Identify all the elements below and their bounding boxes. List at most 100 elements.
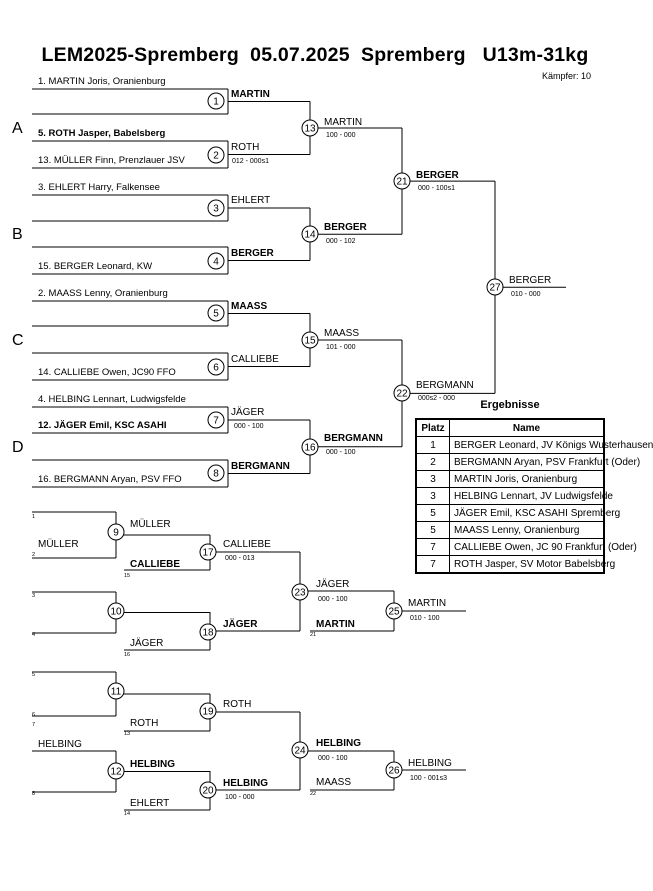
fight-winner: CALLIEBE: [231, 354, 279, 365]
fight-number: 24: [294, 746, 306, 757]
repechage-name: EHLERT: [130, 798, 169, 809]
fight-number: 3: [213, 204, 219, 215]
fight-number-circle: [199, 702, 217, 720]
fight-winner: ROTH: [223, 699, 251, 710]
fight-number-circle: [301, 331, 319, 349]
fight-number-circle: [207, 304, 225, 322]
result-place: 1: [415, 436, 450, 454]
fight-winner: HELBING: [408, 758, 452, 769]
fight-number: 27: [489, 283, 501, 294]
repechage-name: MAASS: [316, 777, 351, 788]
fight-winner: JÄGER: [223, 617, 258, 630]
fight-number: 10: [110, 607, 122, 618]
repechage-name: ROTH: [130, 718, 158, 729]
results-title: Ergebnisse: [480, 399, 540, 411]
fight-number-circle: [207, 199, 225, 217]
fight-number-circle: [107, 762, 125, 780]
fight-winner: MARTIN: [231, 89, 270, 100]
repechage-number: 14: [124, 811, 130, 817]
seed-entry: 4. HELBING Lennart, Ludwigsfelde: [38, 394, 186, 405]
page-title: LEM2025-Spremberg 05.07.2025 Spremberg U…: [41, 44, 589, 66]
repechage-name: MARTIN: [316, 619, 355, 630]
seed-entry: 14. CALLIEBE Owen, JC90 FFO: [38, 367, 176, 378]
fight-number: 19: [202, 707, 214, 718]
fight-winner: BERGER: [324, 222, 368, 233]
fight-score: 000 - 100: [234, 423, 264, 430]
fight-number-circle: [199, 623, 217, 641]
repechage-name: JÄGER: [130, 637, 163, 649]
fight-number: 22: [396, 389, 408, 400]
fight-score: 000 - 102: [326, 238, 356, 245]
repechage-number: 7: [32, 722, 35, 728]
fight-number: 11: [111, 687, 122, 698]
fight-number-circle: [207, 146, 225, 164]
fight-winner: MÜLLER: [130, 518, 171, 530]
fight-winner: HELBING: [223, 778, 268, 789]
fight-number-circle: [207, 252, 225, 270]
fight-winner: EHLERT: [231, 195, 270, 206]
fight-number: 25: [388, 607, 400, 618]
result-name: ROTH Jasper, SV Motor Babelsberg: [449, 555, 615, 574]
fight-winner: BERGMANN: [231, 461, 290, 472]
seed-entry: 15. BERGER Leonard, KW: [38, 261, 152, 272]
fight-winner: MAASS: [324, 328, 359, 339]
pool-letter: D: [12, 439, 24, 456]
fight-winner: BERGER: [231, 248, 275, 259]
repechage-number: 16: [124, 652, 130, 658]
fight-number-circle: [207, 92, 225, 110]
result-place: 2: [415, 453, 450, 471]
repechage-number: 22: [310, 791, 316, 797]
fight-winner: MAASS: [231, 301, 267, 312]
result-place: 7: [415, 555, 450, 574]
fight-number-circle: [199, 781, 217, 799]
fight-number-circle: [393, 172, 411, 190]
fight-number-circle: [199, 543, 217, 561]
fight-number: 21: [396, 177, 408, 188]
fight-number-circle: [393, 384, 411, 402]
fight-winner: HELBING: [130, 759, 175, 770]
results-col-place: Platz: [415, 418, 450, 437]
fight-number-circle: [207, 464, 225, 482]
repechage-name: CALLIEBE: [130, 559, 180, 570]
result-name: MAASS Lenny, Oranienburg: [449, 521, 605, 539]
fight-score: 000 - 100: [318, 596, 348, 603]
fight-winner: JÄGER: [231, 406, 264, 418]
result-place: 7: [415, 538, 450, 556]
fight-number: 8: [213, 469, 219, 480]
fight-score: 012 - 000s1: [232, 158, 269, 165]
seed-entry: 16. BERGMANN Aryan, PSV FFO: [38, 474, 182, 485]
fight-score: 000 - 013: [225, 555, 255, 562]
fight-number: 5: [213, 309, 219, 320]
fight-number-circle: [107, 682, 125, 700]
fight-number-circle: [107, 523, 125, 541]
fight-number: 13: [304, 124, 316, 135]
seed-entry: 2. MAASS Lenny, Oranienburg: [38, 288, 168, 299]
repechage-number: 6: [32, 712, 35, 718]
fight-number-circle: [207, 411, 225, 429]
fight-winner: BERGMANN: [324, 433, 383, 444]
repechage-number: 15: [124, 573, 130, 579]
fight-number: 9: [113, 528, 119, 539]
fight-score: 100 - 000: [326, 132, 356, 139]
result-name: CALLIEBE Owen, JC 90 Frankfurt (Oder): [449, 538, 637, 556]
fight-winner: MARTIN: [324, 117, 362, 128]
fight-number: 20: [202, 786, 214, 797]
result-name: JÄGER Emil, KSC ASAHI Spremberg: [449, 504, 620, 522]
fight-number: 4: [213, 257, 219, 268]
fight-number: 26: [388, 766, 400, 777]
fight-number-circle: [291, 583, 309, 601]
fight-score: 000 - 100: [318, 755, 348, 762]
repechage-name: MÜLLER: [38, 538, 79, 550]
seed-entry: 5. ROTH Jasper, Babelsberg: [38, 128, 165, 139]
fight-score: 000s2 - 000: [418, 395, 455, 402]
fight-number: 7: [213, 416, 219, 427]
result-place: 5: [415, 504, 450, 522]
repechage-number: 21: [310, 632, 316, 638]
fight-score: 100 - 001s3: [410, 775, 447, 782]
